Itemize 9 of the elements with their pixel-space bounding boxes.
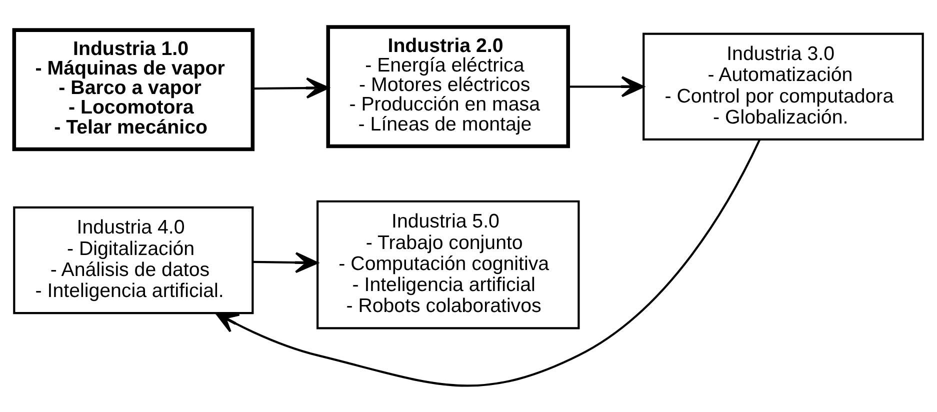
node-box: Industria 2.0 - Energía eléctrica - Motores eléctricos - Producción en masa - Líneas de montaje xyxy=(326,24,570,148)
node-box: Industria 3.0 - Automatización - Control por computadora - Globalización. xyxy=(642,32,924,140)
node-box: Industria 4.0 - Digitalización - Análisis de datos - Inteligencia artificial. xyxy=(13,206,254,314)
arrow xyxy=(568,76,644,97)
arrow xyxy=(252,252,318,273)
node-box: Industria 5.0 - Trabajo conjunto - Computación cognitiva - Inteligencia artificial - Robots colaborativos xyxy=(316,200,580,329)
arrow xyxy=(215,139,760,386)
arrow xyxy=(252,76,330,98)
node-box: Industria 1.0 - Máquinas de vapor - Barco a vapor - Locomotora - Telar mecánico xyxy=(12,28,255,151)
